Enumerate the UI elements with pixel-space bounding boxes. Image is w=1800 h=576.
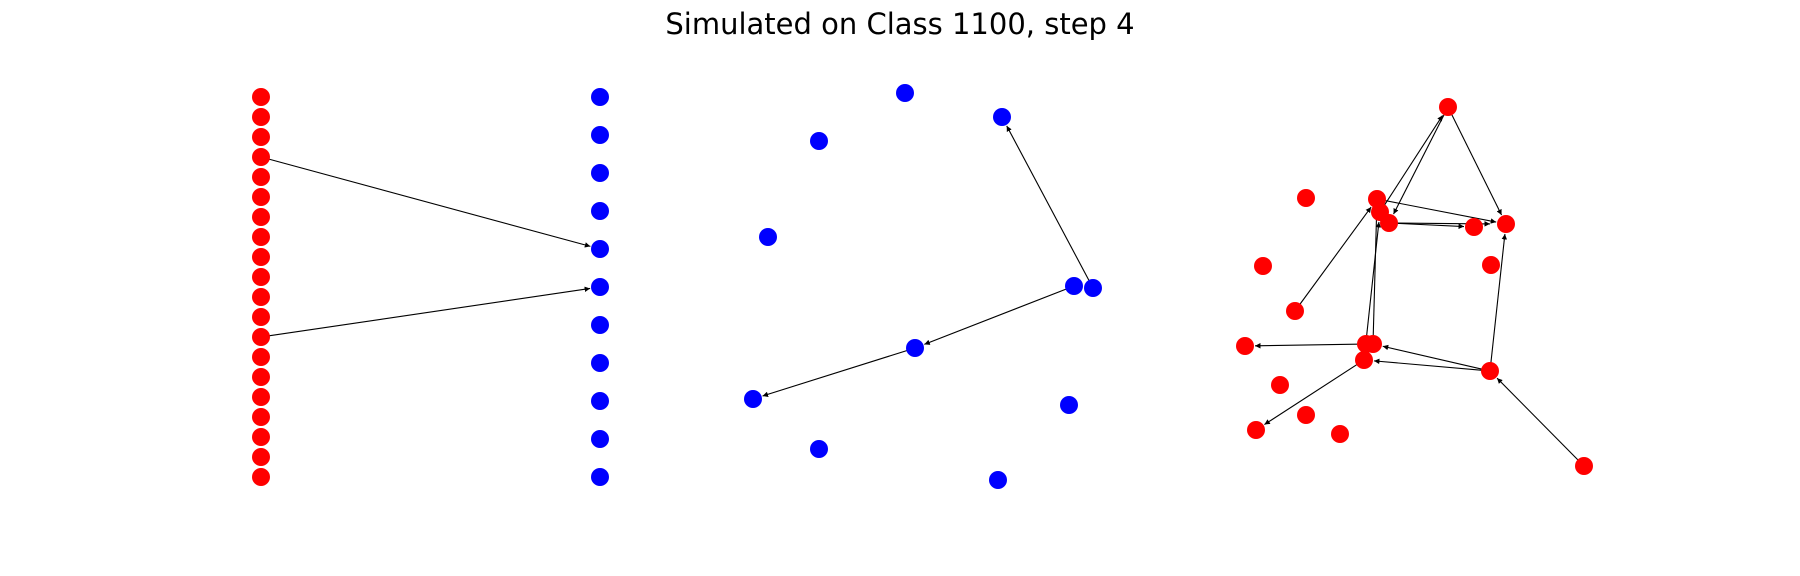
blue-node bbox=[1065, 277, 1083, 295]
blue-node bbox=[591, 468, 609, 486]
blue-node bbox=[810, 440, 828, 458]
red-node bbox=[1497, 215, 1515, 233]
red-node bbox=[1380, 214, 1398, 232]
red-node bbox=[1439, 98, 1457, 116]
red-node bbox=[252, 268, 270, 286]
red-node bbox=[252, 408, 270, 426]
red-node bbox=[252, 448, 270, 466]
red-graph-edges bbox=[1254, 108, 1583, 465]
red-node bbox=[1286, 302, 1304, 320]
red-node bbox=[1236, 337, 1254, 355]
red-graph-edge bbox=[1489, 233, 1508, 370]
red-node bbox=[1297, 189, 1315, 207]
red-node bbox=[1465, 218, 1483, 236]
blue-node bbox=[759, 228, 777, 246]
red-graph-edge bbox=[1378, 198, 1497, 224]
blue-node bbox=[993, 108, 1011, 126]
red-node bbox=[1254, 257, 1272, 275]
red-node bbox=[1482, 256, 1500, 274]
red-node bbox=[252, 108, 270, 126]
blue-node bbox=[591, 430, 609, 448]
blue-graph-edge bbox=[1006, 125, 1093, 287]
blue-node bbox=[906, 339, 924, 357]
blue-graph-nodes bbox=[744, 84, 1102, 489]
figure-title: Simulated on Class 1100, step 4 bbox=[665, 7, 1134, 41]
red-graph-edge bbox=[1382, 344, 1489, 372]
red-node bbox=[252, 368, 270, 386]
red-graph-panel bbox=[1236, 98, 1593, 475]
red-node bbox=[1271, 376, 1289, 394]
red-graph-edge bbox=[1393, 108, 1448, 215]
red-node bbox=[1331, 425, 1349, 443]
red-node bbox=[1355, 351, 1373, 369]
blue-node bbox=[896, 84, 914, 102]
red-node bbox=[252, 248, 270, 266]
red-node bbox=[1357, 335, 1375, 353]
red-node bbox=[252, 168, 270, 186]
red-graph-edge bbox=[1254, 342, 1365, 349]
red-node bbox=[252, 148, 270, 166]
blue-node bbox=[591, 126, 609, 144]
bipartite-blue-nodes bbox=[591, 88, 609, 486]
red-graph-edge bbox=[1448, 108, 1503, 216]
blue-node bbox=[1084, 279, 1102, 297]
blue-node bbox=[591, 392, 609, 410]
blue-graph-edges bbox=[762, 125, 1093, 397]
blue-graph-edge bbox=[924, 286, 1073, 345]
red-node bbox=[1247, 421, 1265, 439]
red-node bbox=[252, 188, 270, 206]
blue-node bbox=[591, 164, 609, 182]
red-node bbox=[252, 348, 270, 366]
red-node bbox=[252, 328, 270, 346]
red-node bbox=[252, 88, 270, 106]
red-graph-edge bbox=[1496, 377, 1583, 465]
blue-graph-panel bbox=[744, 84, 1102, 489]
red-node bbox=[1575, 457, 1593, 475]
blue-node bbox=[810, 132, 828, 150]
blue-node bbox=[989, 471, 1007, 489]
bipartite-edges bbox=[262, 156, 591, 338]
bipartite-panel bbox=[252, 88, 609, 486]
red-graph-nodes bbox=[1236, 98, 1593, 475]
red-node bbox=[252, 388, 270, 406]
red-node bbox=[252, 128, 270, 146]
blue-node bbox=[591, 278, 609, 296]
red-node bbox=[1481, 362, 1499, 380]
red-graph-edge bbox=[1295, 206, 1372, 310]
red-node bbox=[252, 288, 270, 306]
red-node bbox=[252, 468, 270, 486]
red-node bbox=[252, 228, 270, 246]
blue-node bbox=[591, 202, 609, 220]
blue-node bbox=[591, 316, 609, 334]
blue-node bbox=[744, 390, 762, 408]
blue-node bbox=[591, 240, 609, 258]
bipartite-red-nodes bbox=[252, 88, 270, 486]
red-node bbox=[1297, 406, 1315, 424]
blue-node bbox=[1060, 396, 1078, 414]
red-graph-edge bbox=[1372, 208, 1380, 343]
red-node bbox=[252, 308, 270, 326]
red-node bbox=[252, 428, 270, 446]
bipartite-edge bbox=[262, 156, 591, 248]
red-graph-edge bbox=[1373, 358, 1489, 372]
blue-node bbox=[591, 88, 609, 106]
blue-graph-edge bbox=[762, 348, 914, 397]
red-graph-edge bbox=[1264, 360, 1363, 426]
red-node bbox=[252, 208, 270, 226]
red-graph-edge bbox=[1380, 115, 1444, 211]
bipartite-edge bbox=[262, 286, 591, 338]
blue-node bbox=[591, 354, 609, 372]
